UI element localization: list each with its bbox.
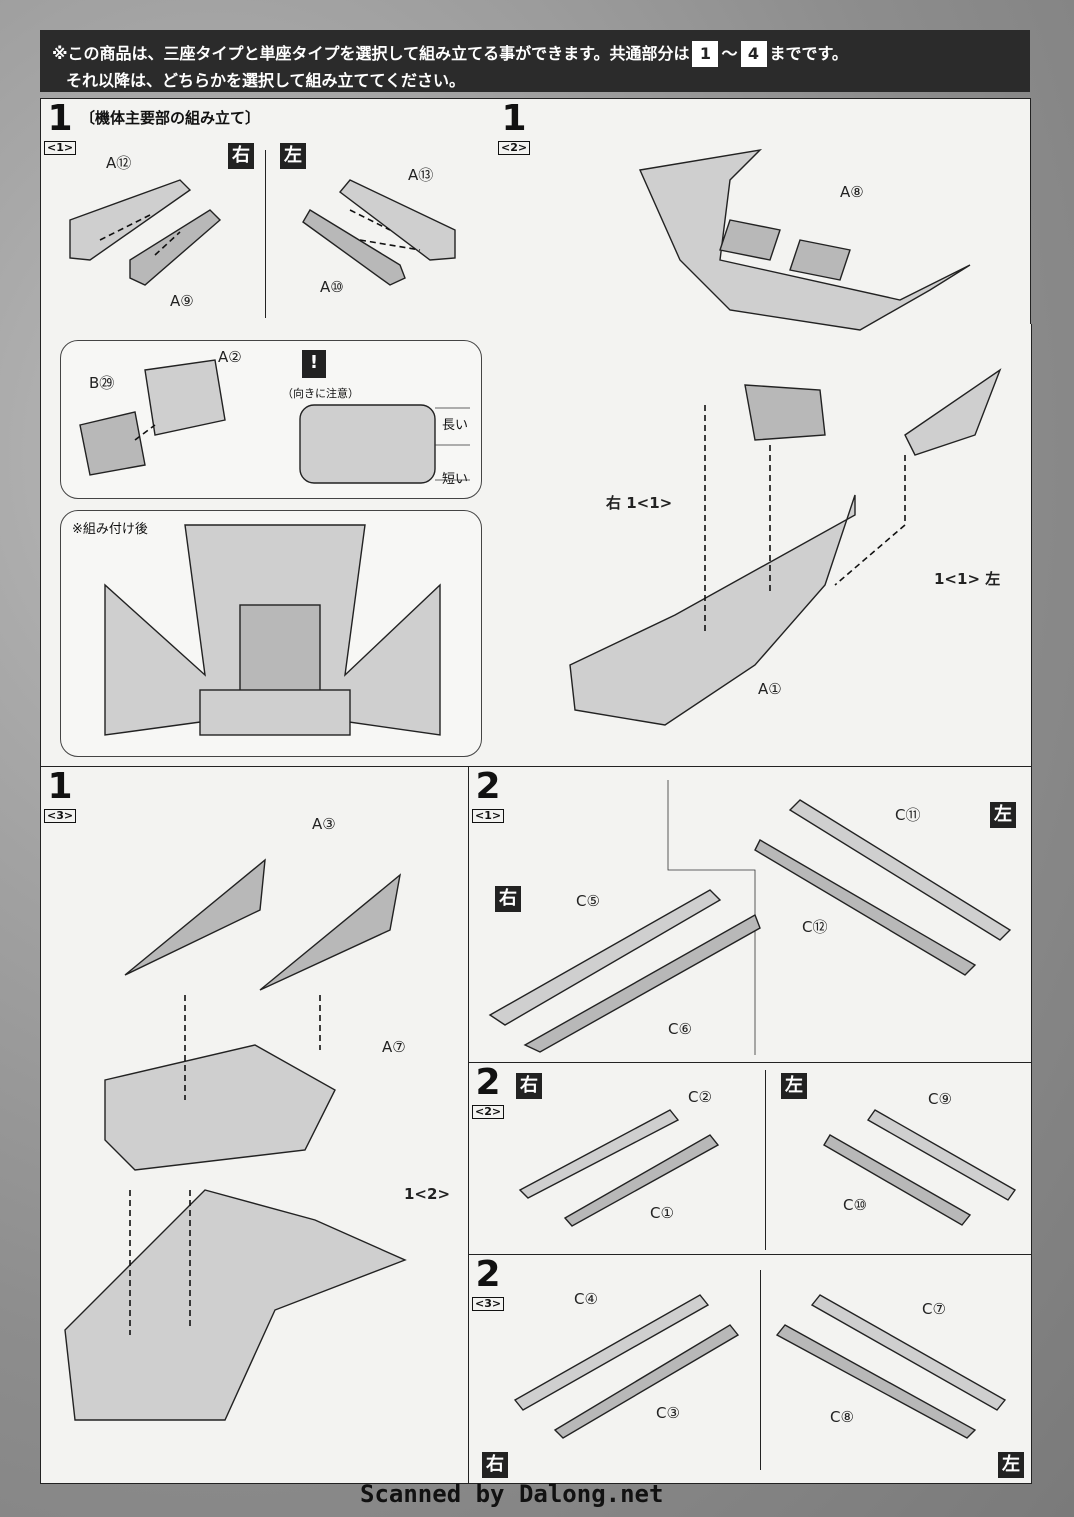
callout-seat-drawing [79,359,470,484]
part-label-c10: C⑩ [843,1196,867,1214]
step-badge-1-3: 1<3> [44,769,77,823]
part-label-a3: A③ [312,815,336,833]
part-label-a13: A⑬ [408,166,434,184]
ref-left-step-1-1: 1<1> 左 [934,570,1001,588]
part-label-c6: C⑥ [668,1020,692,1038]
panel-1-3-drawing [64,858,407,1421]
panel-1-2-lower-drawing [569,368,1002,726]
part-label-c12: C⑫ [802,918,828,936]
part-label-a9: A⑨ [170,292,194,310]
part-label-c7: C⑦ [922,1300,946,1318]
tag-right: 右 [228,143,254,169]
tag-left: 左 [280,143,306,169]
ref-step-1-2: 1<2> [404,1185,451,1203]
panel-2-3-drawing [513,1294,1007,1439]
part-label-c8: C⑧ [830,1408,854,1426]
divider-2-3 [760,1270,761,1470]
step-badge-2-2: 2<2> [472,1065,505,1119]
short-label: 短い [442,472,469,487]
step-badge-1-2: 1<2> [498,101,531,155]
step-badge-2-1: 2<1> [472,769,505,823]
tag-left-2-1: 左 [990,802,1016,828]
header-banner: ※この商品は、三座タイプと単座タイプを選択して組み立てる事ができます。共通部分は… [40,30,1030,92]
part-label-c2: C② [688,1088,712,1106]
step-badge-2-3: 2<3> [472,1257,505,1311]
ref-right-step-1-1: 右 1<1> [606,494,673,512]
part-label-b29: B㉙ [89,374,115,392]
panel-1-1-drawing [69,179,456,286]
tag-left-2-3: 左 [998,1452,1024,1478]
part-label-a10: A⑩ [320,278,344,296]
warning-icon: ! [302,350,326,378]
step-badge-1-1: 1<1> [44,101,77,155]
part-label-c1: C① [650,1204,674,1222]
part-label-a8: A⑧ [840,183,864,201]
header-line-2: それ以降は、どちらかを選択して組み立ててください。 [66,71,466,90]
part-label-a2: A② [218,348,242,366]
after-assembly-note: ※組み付け後 [72,522,148,537]
panel-step-2-1 [468,766,1032,1064]
section-title-main-body: 〔機体主要部の組み立て〕 [80,109,261,127]
tag-right-2-3: 右 [482,1452,508,1478]
tag-left-2-2: 左 [781,1073,807,1099]
part-label-c5: C⑤ [576,892,600,910]
tag-right-2-2: 右 [516,1073,542,1099]
part-label-c3: C③ [656,1404,680,1422]
panel-1-2-upper-drawing [638,148,971,331]
orientation-caution-note: （向きに注意） [282,387,359,400]
tag-right-2-1: 右 [495,886,521,912]
panel-2-1-drawing [488,780,1012,1055]
scanner-watermark: Scanned by Dalong.net [360,1480,664,1508]
part-label-a7: A⑦ [382,1038,406,1056]
part-label-c11: C⑪ [895,806,921,824]
callout-assembled-drawing [104,524,441,736]
header-line-1: ※この商品は、三座タイプと単座タイプを選択して組み立てる事ができます。共通部分は… [52,40,848,67]
long-label: 長い [442,418,469,433]
part-label-c4: C④ [574,1290,598,1308]
part-label-c9: C⑨ [928,1090,952,1108]
part-label-a1: A① [758,680,782,698]
divider-2-2 [765,1070,766,1250]
part-label-a12: A⑫ [106,154,132,172]
divider-left-right [265,150,266,318]
panel-2-2-drawing [518,1109,1017,1227]
